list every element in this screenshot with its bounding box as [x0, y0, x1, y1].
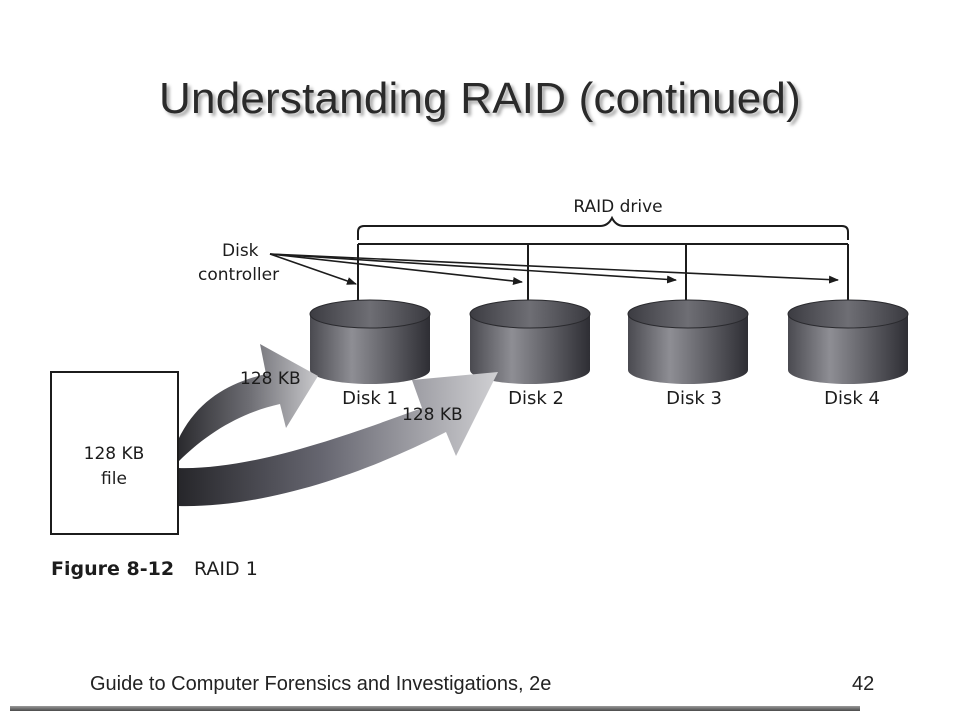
disk-1-label: Disk 1	[342, 388, 398, 409]
disk-controller-label-line1: Disk	[222, 241, 259, 261]
figure-caption-text: RAID 1	[194, 558, 258, 580]
controller-arrows	[269, 253, 839, 285]
file-label-line1: 128 KB	[84, 444, 145, 464]
footer-divider	[10, 706, 860, 711]
footer-book-title: Guide to Computer Forensics and Investig…	[90, 673, 552, 695]
raid-drive-label: RAID drive	[573, 197, 662, 217]
figure-caption-number: Figure 8-12	[51, 558, 174, 580]
controller-bus	[357, 243, 849, 304]
page-number: 42	[852, 673, 875, 695]
raid-drive-brace	[357, 215, 849, 240]
lower-data-arrow	[178, 372, 498, 507]
disk-4-label: Disk 4	[824, 388, 880, 409]
disk-3-cylinder	[627, 299, 749, 384]
disk-3-label: Disk 3	[666, 388, 722, 409]
upper-arrow-label: 128 KB	[240, 369, 301, 389]
lower-arrow-label: 128 KB	[402, 405, 463, 425]
upper-data-arrow	[178, 344, 318, 462]
disk-controller-label-line2: controller	[198, 265, 279, 285]
disk-1-cylinder	[309, 299, 431, 384]
disk-2-cylinder	[469, 299, 591, 384]
file-label-line2: file	[101, 469, 127, 489]
disk-4-cylinder	[787, 299, 909, 384]
disk-2-label: Disk 2	[508, 388, 564, 409]
slide-title: Understanding RAID (continued)	[159, 74, 801, 123]
file-box	[50, 371, 179, 535]
